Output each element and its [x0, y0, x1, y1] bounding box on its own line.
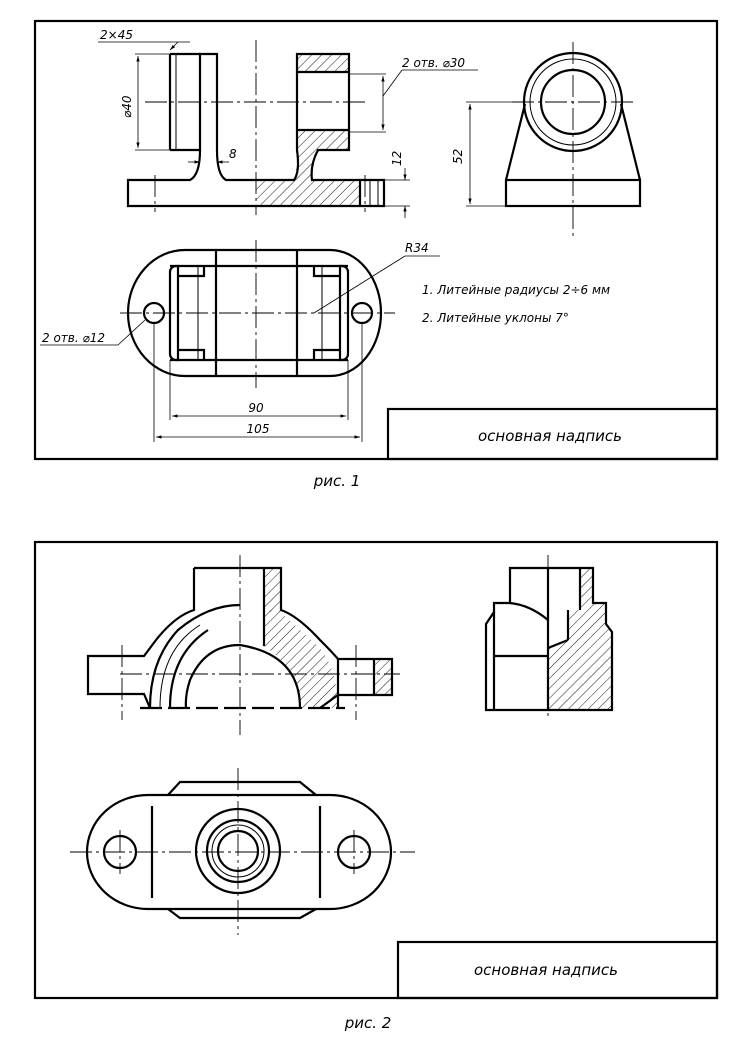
dim-height: 52 — [451, 149, 465, 164]
dim-chamfer: 2×45 — [100, 28, 133, 42]
figure-2-caption: рис. 2 — [344, 1014, 392, 1032]
figure-2-side-view — [484, 555, 614, 720]
dim-bore-diameter: ⌀40 — [120, 95, 134, 118]
dim-holes-30: 2 отв. ⌀30 — [402, 56, 465, 70]
figure-1-front-view: 2×45 ⌀40 2 отв. ⌀30 8 12 — [98, 28, 478, 218]
figure-1-caption: рис. 1 — [313, 472, 361, 490]
figure-2-top-view — [70, 768, 415, 935]
figure-1-frame — [33, 19, 719, 461]
note-2: 2. Литейные уклоны 7° — [422, 311, 569, 325]
dim-inner-length: 90 — [248, 401, 264, 415]
figure-2-frame — [33, 540, 719, 1000]
figure-1-title-block — [386, 407, 719, 461]
figure-1-side-view: 52 — [451, 42, 642, 236]
figure-2-title-block — [396, 940, 719, 1000]
figure-1-title-block-text: основная надпись — [478, 427, 622, 445]
dim-total-length: 105 — [247, 422, 270, 436]
dim-holes-12: 2 отв. ⌀12 — [42, 331, 105, 345]
dim-rib: 8 — [229, 147, 237, 161]
figure-1: основная надпись 2×45 — [33, 19, 719, 461]
figure-2: основная надпись — [33, 540, 719, 1000]
figure-2-title-block-text: основная надпись — [474, 961, 618, 979]
figure-1-top-view: R34 2 отв. ⌀12 90 105 — [40, 240, 440, 442]
dim-radius: R34 — [405, 241, 429, 255]
dim-base-thickness: 12 — [390, 151, 404, 166]
note-1: 1. Литейные радиусы 2÷6 мм — [422, 283, 610, 297]
figure-2-front-view — [86, 555, 400, 735]
